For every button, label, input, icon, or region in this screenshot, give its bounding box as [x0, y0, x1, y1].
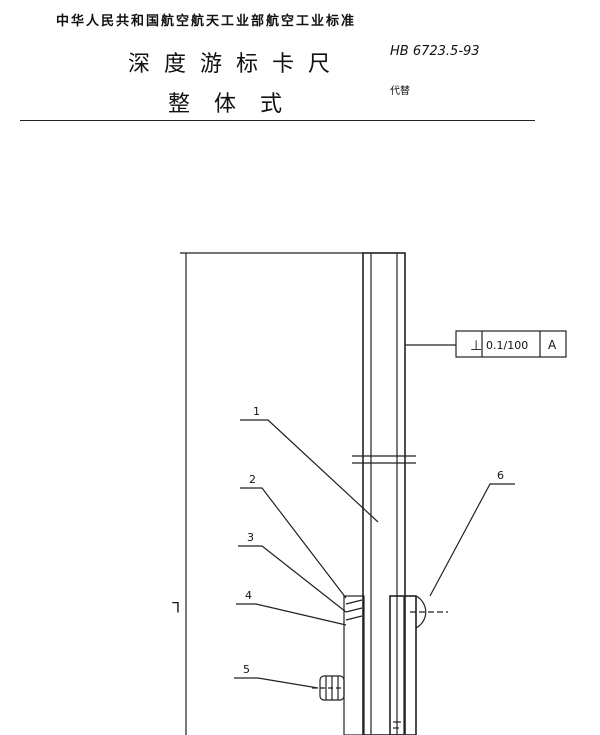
- tolerance-frame: [455, 330, 567, 358]
- datum-label: A: [548, 338, 557, 352]
- dimension-label-l: L: [172, 598, 180, 614]
- document-title: 深度游标卡尺: [128, 52, 345, 77]
- part-number-4: 4: [245, 589, 252, 602]
- ministry-header: 中华人民共和国航空航天工业部航空工业标准: [56, 14, 357, 29]
- part-number-3: 3: [247, 531, 254, 544]
- tolerance-value: 0.1/100: [486, 339, 528, 352]
- leader-2: [240, 487, 347, 599]
- header-rule: [20, 120, 535, 121]
- ruler-body: [362, 252, 406, 735]
- base-block: [389, 595, 417, 735]
- leader-3: [238, 545, 347, 613]
- knob-part-6: [415, 595, 427, 629]
- standard-number: HB 6723.5-93: [390, 44, 480, 59]
- perpendicularity-symbol: ⊥: [470, 338, 482, 354]
- leader-6: [429, 483, 515, 597]
- leader-4: [236, 603, 347, 626]
- replaces-note: 代替: [390, 86, 410, 97]
- part-number-5: 5: [243, 663, 250, 676]
- part-number-1: 1: [253, 405, 260, 418]
- part-number-6: 6: [497, 469, 504, 482]
- document-subtitle: 整体式: [168, 92, 307, 117]
- leader-5: [234, 677, 319, 689]
- leader-1: [240, 419, 379, 523]
- slider-body: [343, 595, 365, 735]
- part-number-2: 2: [249, 473, 256, 486]
